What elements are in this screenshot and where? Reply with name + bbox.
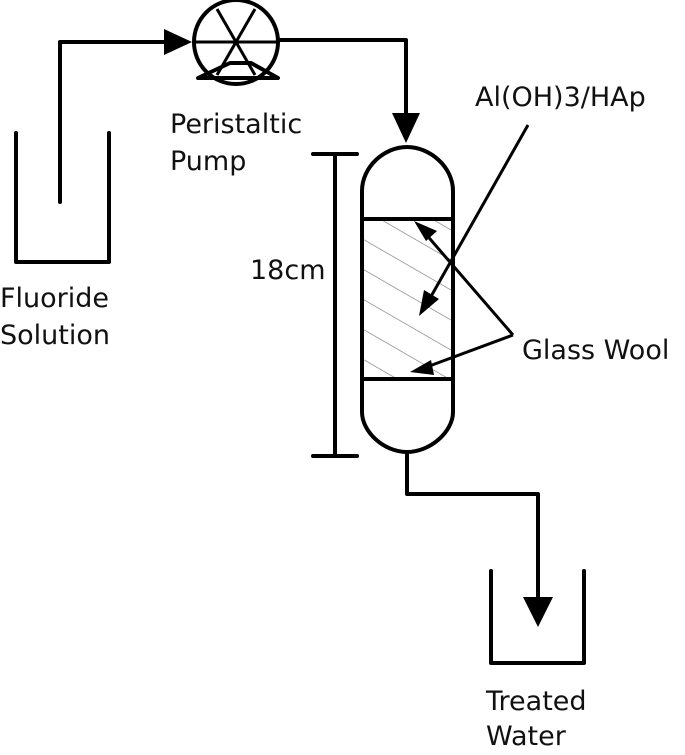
glass-wool-pointer-top-arrowhead xyxy=(414,221,437,241)
inlet-tube xyxy=(58,40,180,204)
pump-label-line1: Peristaltic xyxy=(170,109,303,140)
peristaltic-pump-icon xyxy=(192,0,280,86)
glass-wool-pointer-bottom-arrowhead xyxy=(410,360,434,375)
glass-wool-label: Glass Wool xyxy=(522,335,670,366)
outlet-beaker xyxy=(489,569,586,665)
inlet-arrowhead xyxy=(164,29,192,55)
adsorbent-pointer-line xyxy=(427,124,530,301)
column-inlet-arrowhead xyxy=(392,113,420,143)
pump-label-line2: Pump xyxy=(170,146,247,177)
treated-label-line2: Water xyxy=(486,721,566,752)
fluoride-label-line1: Fluoride xyxy=(0,283,110,314)
height-dimension xyxy=(311,152,359,458)
glass-wool-pointer-bottom xyxy=(423,333,514,370)
outlet-tube xyxy=(405,450,540,604)
packed-column-icon xyxy=(360,145,455,454)
outlet-arrowhead xyxy=(523,597,553,627)
feed-beaker xyxy=(14,131,111,264)
treated-label-line1: Treated xyxy=(486,686,587,717)
adsorbent-label: Al(OH)3/HAp xyxy=(475,82,646,113)
adsorbent-pointer-arrowhead xyxy=(419,290,439,316)
fluoride-label-line2: Solution xyxy=(0,320,110,351)
height-label: 18cm xyxy=(250,255,326,286)
glass-wool-pointer-top xyxy=(422,231,515,336)
pump-to-column-tube xyxy=(276,38,408,123)
